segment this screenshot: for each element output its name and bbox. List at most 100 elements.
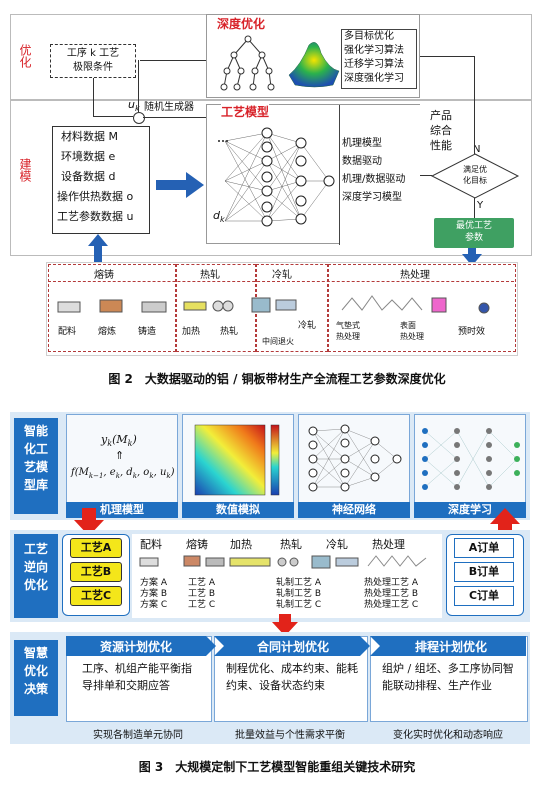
mechanism-model-tile: yk(Mk) ⇑ f(Mk−1, ek, dk, ok, uk) xyxy=(66,414,178,518)
process-model-title: 工艺模型 xyxy=(221,103,270,120)
flow-step: 配料 xyxy=(140,538,162,551)
neural-network-icon xyxy=(218,127,335,227)
stage-casting-frame xyxy=(48,264,176,352)
plan-banner xyxy=(370,636,526,656)
random-generator-label: 随机生成器 xyxy=(144,102,194,113)
surface-plot-icon xyxy=(288,42,340,88)
decision-text: 满足优 化目标 xyxy=(463,165,487,185)
stage-label: 热处理 xyxy=(400,270,430,281)
red-arrow-down-icon xyxy=(74,508,104,536)
model-types-box: 机理模型 数据驱动 机理/数据驱动 深度学习模型 xyxy=(339,105,421,245)
dk-symbol: dk xyxy=(213,209,225,225)
connector xyxy=(420,175,432,176)
plan-body: 制程优化、成本约束、能耗约束、设备状态约束 xyxy=(226,662,358,692)
algorithm-list: 多目标优化 强化学习算法 迁移学习算法 深度强化学习 xyxy=(341,29,417,89)
plan-banner xyxy=(214,636,370,656)
data-item: 材料数据 M xyxy=(61,130,118,143)
limit-conditions-box: 工序 k 工艺 极限条件 xyxy=(50,44,136,78)
stage-label: 热轧 xyxy=(200,270,220,281)
scheme-col-4: 热处理工艺 A 热处理工艺 B 热处理工艺 C xyxy=(364,578,418,611)
scheme-item: 轧制工艺 C xyxy=(276,600,322,610)
connector xyxy=(93,116,133,117)
limit-conditions-text: 工序 k 工艺 极限条件 xyxy=(66,48,120,73)
plan-title: 合同计划优化 xyxy=(256,640,329,654)
algorithm-item: 强化学习算法 xyxy=(344,45,404,56)
best-params-box xyxy=(434,218,514,248)
equipment-sketch xyxy=(57,295,490,314)
deep-optimization-box: 深度优化 多目标优化 强化学习算法 迁移学 xyxy=(206,14,420,98)
scheme-item: 工艺 B xyxy=(188,589,216,599)
model-type-item: 数据驱动 xyxy=(342,156,382,167)
scheme-item: 热处理工艺 A xyxy=(364,578,419,588)
algorithm-item: 深度强化学习 xyxy=(344,73,404,84)
scheme-item: 工艺 A xyxy=(188,578,216,588)
n-label: N xyxy=(473,144,481,155)
best-params-text: 最优工艺 参数 xyxy=(455,221,492,243)
heatmap-icon xyxy=(194,424,280,496)
stage-heat-treatment-frame xyxy=(328,264,516,352)
plan-footer: 变化实时优化和动态响应 xyxy=(393,730,503,741)
neural-network-tile xyxy=(298,414,410,518)
order-c: C订单 xyxy=(454,586,514,606)
modeling-region xyxy=(10,100,532,256)
scheme-col-3: 轧制工艺 A 轧制工艺 B 轧制工艺 C xyxy=(276,578,321,611)
figure-3-caption: 图 3 大规模定制下工艺模型智能重组关键技术研究 xyxy=(138,760,416,774)
model-type-item: 机理/数据驱动 xyxy=(342,174,406,185)
order-a: A订单 xyxy=(454,538,514,558)
model-type-item: 深度学习模型 xyxy=(342,192,402,203)
scheme-col-2: 工艺 A 工艺 B 工艺 C xyxy=(188,578,215,611)
data-item: 操作供热数据 o xyxy=(57,190,134,203)
deep-learning-tile xyxy=(414,414,526,518)
decision-label: 智慧优化决策 xyxy=(14,640,58,716)
red-arrow-up-icon xyxy=(490,508,520,536)
flow-step: 冷轧 xyxy=(326,538,348,551)
data-sources-box: 材料数据 M 环境数据 e 设备数据 d 操作供热数据 o 工艺参数数据 u xyxy=(52,126,150,234)
connector xyxy=(420,56,474,57)
process-c: 工艺C xyxy=(70,586,122,606)
modeling-label: 建模 xyxy=(18,158,32,182)
neural-network-icon xyxy=(308,424,402,492)
sub-step: 冷轧 xyxy=(298,321,317,331)
flow-step: 热轧 xyxy=(280,538,302,551)
sub-step: 热轧 xyxy=(220,327,239,337)
deep-network-icon xyxy=(422,428,520,490)
equation-arrow: ⇑ xyxy=(115,449,125,462)
equation-top: yk(Mk) xyxy=(101,433,137,449)
connector xyxy=(140,60,206,61)
figure-2-caption: 图 2 大数据驱动的铝 / 铜板带材生产全流程工艺参数深度优化 xyxy=(108,372,446,386)
plan-body: 工序、机组产能平衡指导排单和交期应答 xyxy=(82,662,192,692)
sub-step: 表面 热处理 xyxy=(400,321,424,341)
sub-step: 配料 xyxy=(58,327,77,337)
flow-equipment-sketch xyxy=(139,555,427,569)
sub-step: 预时效 xyxy=(458,327,486,337)
scheme-item: 热处理工艺 B xyxy=(364,589,419,599)
sub-step: 铸造 xyxy=(138,327,157,337)
data-item: 设备数据 d xyxy=(61,170,116,183)
scheme-item: 方案 A xyxy=(140,578,168,588)
connector xyxy=(474,56,475,154)
plan-title: 排程计划优化 xyxy=(414,640,487,654)
scheme-col-1: 方案 A 方案 B 方案 C xyxy=(140,578,167,611)
equation-bottom: f(Mk−1, ek, dk, ok, uk) xyxy=(71,467,175,480)
scheme-item: 工艺 C xyxy=(188,600,216,610)
algorithm-item: 迁移学习算法 xyxy=(344,59,404,70)
sub-step: 熔炼 xyxy=(98,327,117,337)
model-type-item: 机理模型 xyxy=(342,138,382,149)
flow-step: 熔铸 xyxy=(186,538,208,551)
stage-label: 熔铸 xyxy=(94,270,114,281)
tile-label: 深度学习 xyxy=(414,502,526,518)
data-item: 工艺参数数据 u xyxy=(57,210,134,223)
scheme-item: 热处理工艺 C xyxy=(364,600,419,610)
stage-label: 冷轧 xyxy=(272,270,292,281)
flow-area xyxy=(132,534,442,618)
model-library-label: 智能化工艺模型库 xyxy=(14,418,58,514)
flow-step: 加热 xyxy=(230,538,252,551)
reverse-opt-label: 工艺逆向优化 xyxy=(14,534,58,618)
uk-symbol: uk xyxy=(128,98,140,113)
numerical-sim-tile xyxy=(182,414,294,518)
decision-diamond xyxy=(430,153,520,199)
sub-step: 中间退火 xyxy=(262,337,294,346)
process-a: 工艺A xyxy=(70,538,122,558)
order-b: B订单 xyxy=(454,562,514,582)
arrow-right-icon xyxy=(156,172,204,198)
